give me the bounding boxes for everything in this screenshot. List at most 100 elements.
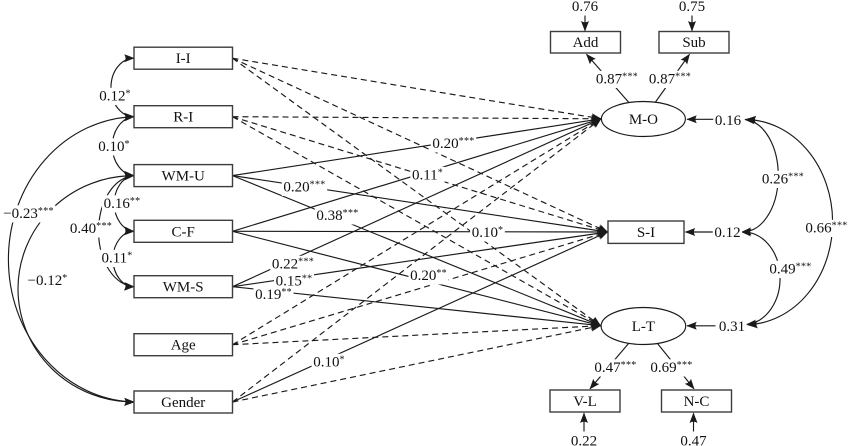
coef-cov-cf-wms-text: 0.11*: [101, 250, 132, 266]
node-mo: M-O: [600, 100, 686, 138]
residual-value-mo-bg: [713, 112, 744, 130]
coef-path-wms-lt-text: 0.19**: [255, 287, 292, 303]
path-age-si: [232, 230, 609, 346]
node-ri-label: R-I: [173, 110, 193, 126]
residual-value-si-text: 0.12: [714, 225, 740, 241]
coef-cov-si-lt-text: 0.49***: [769, 261, 811, 277]
path-gender-lt: [232, 323, 602, 403]
coef-cov-ri-gender-bg: [1, 205, 56, 223]
node-age: Age: [133, 333, 234, 357]
node-lt-label: L-T: [632, 319, 655, 335]
coef-cov-wmu-cf: 0.16**: [101, 195, 143, 213]
node-add-box: [549, 30, 622, 54]
residual-value-si: 0.12: [712, 224, 743, 242]
path-age-lt: [232, 322, 602, 346]
residual-value-lt-bg: [717, 318, 747, 336]
coef-cov-wmu-wms: 0.40***: [68, 220, 114, 238]
coef-cov-ii-ri-text: 0.12*: [99, 88, 131, 104]
node-add-label: Add: [573, 35, 599, 51]
coef-path-wms-lt-bg: [253, 286, 294, 304]
coef-loading-lt-nc: 0.69***: [648, 359, 695, 377]
coef-path-wmu-lt-text: 0.38***: [316, 208, 358, 224]
residual-value-vl-bg: [569, 433, 599, 446]
coef-path-gender-si: 0.10*: [311, 353, 347, 371]
node-mo-ellipse: [600, 100, 686, 138]
node-age-label: Age: [171, 338, 196, 354]
coef-cov-ri-wmu-text: 0.10*: [98, 139, 130, 155]
path-wmu-mo: [232, 116, 602, 177]
path-gender-si: [232, 231, 609, 403]
residual-value-vl: 0.22: [569, 433, 599, 446]
coef-loading-lt-vl-text: 0.47***: [594, 360, 636, 376]
node-ii-box: [133, 46, 234, 70]
node-vl-label: V-L: [573, 394, 597, 410]
node-sub: Sub: [658, 30, 730, 54]
coef-cov-mo-si-bg: [760, 170, 806, 188]
coef-loading-lt-vl: 0.47***: [592, 359, 639, 377]
residual-value-nc-text: 0.47: [680, 434, 707, 446]
residual-value-vl-text: 0.22: [571, 434, 597, 446]
coef-path-wms-mo-text: 0.22***: [272, 256, 314, 272]
node-gender-box: [133, 390, 234, 414]
residual-value-add: 0.76: [570, 0, 601, 16]
coef-cov-cf-wms: 0.11*: [99, 249, 135, 267]
node-sub-box: [658, 30, 730, 54]
coef-cov-ri-wmu: 0.10*: [96, 138, 132, 156]
residual-value-add-text: 0.76: [572, 0, 599, 15]
coef-cov-mo-si: 0.26***: [760, 170, 806, 188]
path-cf-si: [232, 227, 609, 236]
coef-path-gender-si-text: 0.10*: [313, 354, 345, 370]
coef-cov-wmu-wms-text: 0.40***: [70, 221, 112, 237]
path-wmu-lt: [232, 175, 602, 327]
coef-cov-wmu-cf-text: 0.16**: [104, 196, 141, 212]
residual-value-mo: 0.16: [713, 112, 744, 130]
coef-path-cf-mo-text: 0.11*: [412, 167, 443, 183]
node-gender: Gender: [133, 390, 234, 414]
residual-value-mo-text: 0.16: [715, 113, 742, 129]
node-gender-label: Gender: [161, 395, 205, 411]
node-cf-label: C-F: [172, 224, 195, 240]
coef-loading-lt-nc-text: 0.69***: [650, 360, 692, 376]
residual-value-nc-bg: [678, 433, 709, 446]
node-si: S-I: [607, 220, 685, 245]
coef-path-cf-si: 0.10*: [470, 224, 505, 242]
nodes-layer: I-I R-I WM-U C-F WM-S Age Gender M-O S-I…: [133, 30, 733, 414]
coef-loading-mo-sub-bg: [647, 70, 693, 88]
coef-loading-mo-add-bg: [594, 70, 640, 88]
node-si-label: S-I: [637, 225, 655, 241]
residual-value-nc: 0.47: [678, 433, 709, 446]
coef-path-wms-si-text: 0.15**: [276, 273, 313, 289]
coef-cov-ii-ri: 0.12*: [97, 87, 133, 105]
node-ii-label: I-I: [176, 51, 191, 67]
node-add: Add: [549, 30, 622, 54]
node-ri: R-I: [133, 104, 234, 129]
coef-path-cf-lt: 0.20**: [408, 267, 449, 285]
coef-path-wmu-mo-bg: [430, 135, 477, 153]
node-wms-label: WM-S: [163, 280, 204, 296]
coef-cov-wmu-gender-text: −0.12*: [27, 273, 67, 289]
node-nc-box: [660, 389, 733, 413]
path-ii-si: [232, 57, 609, 233]
covariance-arc-ri-gender: [7, 113, 135, 406]
coef-cov-ri-gender-text: −0.23***: [3, 206, 54, 222]
path-ii-lt: [232, 57, 602, 327]
residual-value-si-bg: [712, 224, 743, 242]
path-ii-mo: [232, 57, 602, 122]
residual-value-sub: 0.75: [677, 0, 707, 16]
coef-cov-wmu-cf-bg: [101, 195, 143, 213]
residual-value-sub-bg: [677, 0, 707, 16]
edges-layer: [7, 13, 834, 432]
coef-path-wms-mo: 0.22***: [270, 255, 316, 273]
node-age-box: [133, 333, 234, 357]
residual-value-add-bg: [570, 0, 601, 16]
residual-value-lt-text: 0.31: [719, 319, 745, 335]
path-age-mo: [232, 118, 602, 346]
node-wmu-label: WM-U: [162, 169, 205, 185]
coef-loading-lt-nc-bg: [648, 359, 695, 377]
coef-cov-si-lt: 0.49***: [767, 260, 814, 278]
coef-path-cf-lt-bg: [408, 267, 449, 285]
coef-path-cf-lt-text: 0.20**: [410, 268, 447, 284]
coef-loading-mo-add-text: 0.87***: [596, 71, 638, 87]
coef-path-gender-si-bg: [311, 353, 347, 371]
